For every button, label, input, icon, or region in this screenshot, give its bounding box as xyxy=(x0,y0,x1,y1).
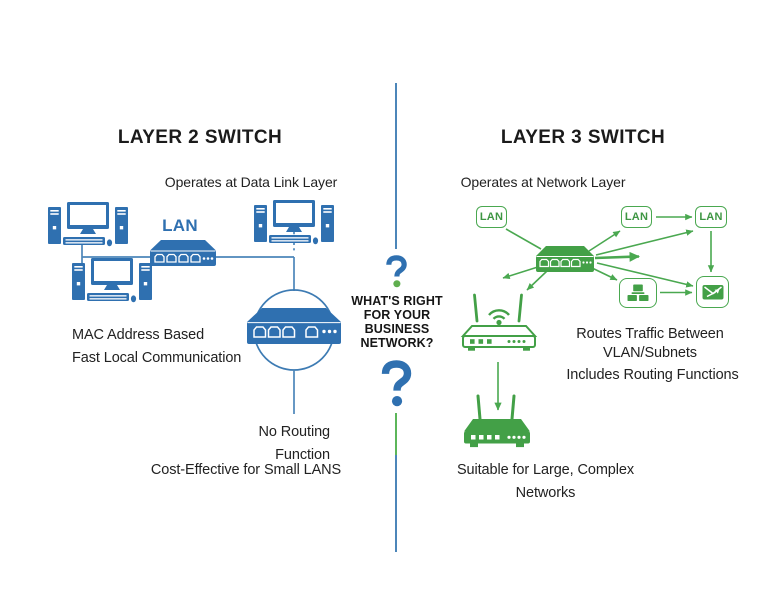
center-question-line1: WHAT'S RIGHT xyxy=(351,294,443,308)
feature-mac-line1: MAC Address Based xyxy=(72,327,205,343)
workgroup-hub-icon xyxy=(627,284,649,301)
feature-routes-line1: Routes Traffic Between xyxy=(576,326,724,342)
arrow-switch-wifi xyxy=(526,270,548,291)
lan-box-3-label: LAN xyxy=(699,211,723,223)
router-icon xyxy=(464,394,530,448)
lan-box-3: LAN xyxy=(695,206,727,228)
feature-routes-block: Routes Traffic Between VLAN/Subnets xyxy=(550,325,750,363)
lan-switch-icon xyxy=(150,240,216,266)
hub-box xyxy=(619,278,657,308)
center-question-line4: NETWORK? xyxy=(360,336,434,350)
center-question-text: WHAT'S RIGHT FOR YOUR BUSINESS NETWORK? xyxy=(337,294,457,350)
arrow-switch-right xyxy=(594,251,640,262)
center-question-line2: FOR YOUR xyxy=(363,308,431,322)
question-mark-icon xyxy=(381,360,412,407)
arrow-switch-mail xyxy=(596,262,694,288)
layer2-subtitle: Operates at Data Link Layer xyxy=(164,174,338,190)
layer3-switch-icon xyxy=(536,246,594,272)
right-connectors xyxy=(494,213,715,411)
arrow-switch-lan2 xyxy=(588,230,621,252)
feature-mac-block: MAC Address Based Fast Local Communicati… xyxy=(72,324,292,369)
lan-label: LAN xyxy=(162,216,198,235)
workstation-cluster-icon xyxy=(48,202,128,247)
arrow-switch-lan3 xyxy=(595,229,694,256)
feature-includes: Includes Routing Functions xyxy=(566,367,739,383)
feature-routing-block: No Routing Function xyxy=(178,421,330,466)
feature-cost: Cost-Effective for Small LANS xyxy=(150,462,342,478)
feature-routes-line2: VLAN/Subnets xyxy=(603,345,697,361)
mail-box xyxy=(696,276,729,308)
lan-box-1: LAN xyxy=(476,206,507,228)
mail-icon xyxy=(702,284,723,299)
wifi-router-icon xyxy=(460,293,538,351)
lan-box-2-label: LAN xyxy=(624,211,649,223)
feature-mac-line2: Fast Local Communication xyxy=(72,349,242,366)
arrow-switch-hub xyxy=(589,266,618,281)
feature-routing-line2: Function xyxy=(275,446,330,463)
line-lan1-switch xyxy=(505,228,542,250)
workstation-cluster-icon xyxy=(254,200,334,245)
feature-routing-line1: No Routing xyxy=(258,424,330,440)
center-question-line3: BUSINESS xyxy=(364,322,430,336)
feature-suitable: Suitable for Large, Complex Networks xyxy=(456,462,635,501)
circled-switch-icon xyxy=(247,308,341,344)
arrow-switch-left xyxy=(502,265,542,280)
question-mark-icon xyxy=(386,255,407,288)
lan-box-1-label: LAN xyxy=(479,211,504,223)
layer2-title: LAYER 2 SWITCH xyxy=(117,127,283,148)
lan-box-2: LAN xyxy=(621,206,652,228)
workstation-cluster-icon xyxy=(72,258,152,303)
layer3-subtitle: Operates at Network Layer xyxy=(460,174,626,190)
layer3-title: LAYER 3 SWITCH xyxy=(500,127,666,148)
